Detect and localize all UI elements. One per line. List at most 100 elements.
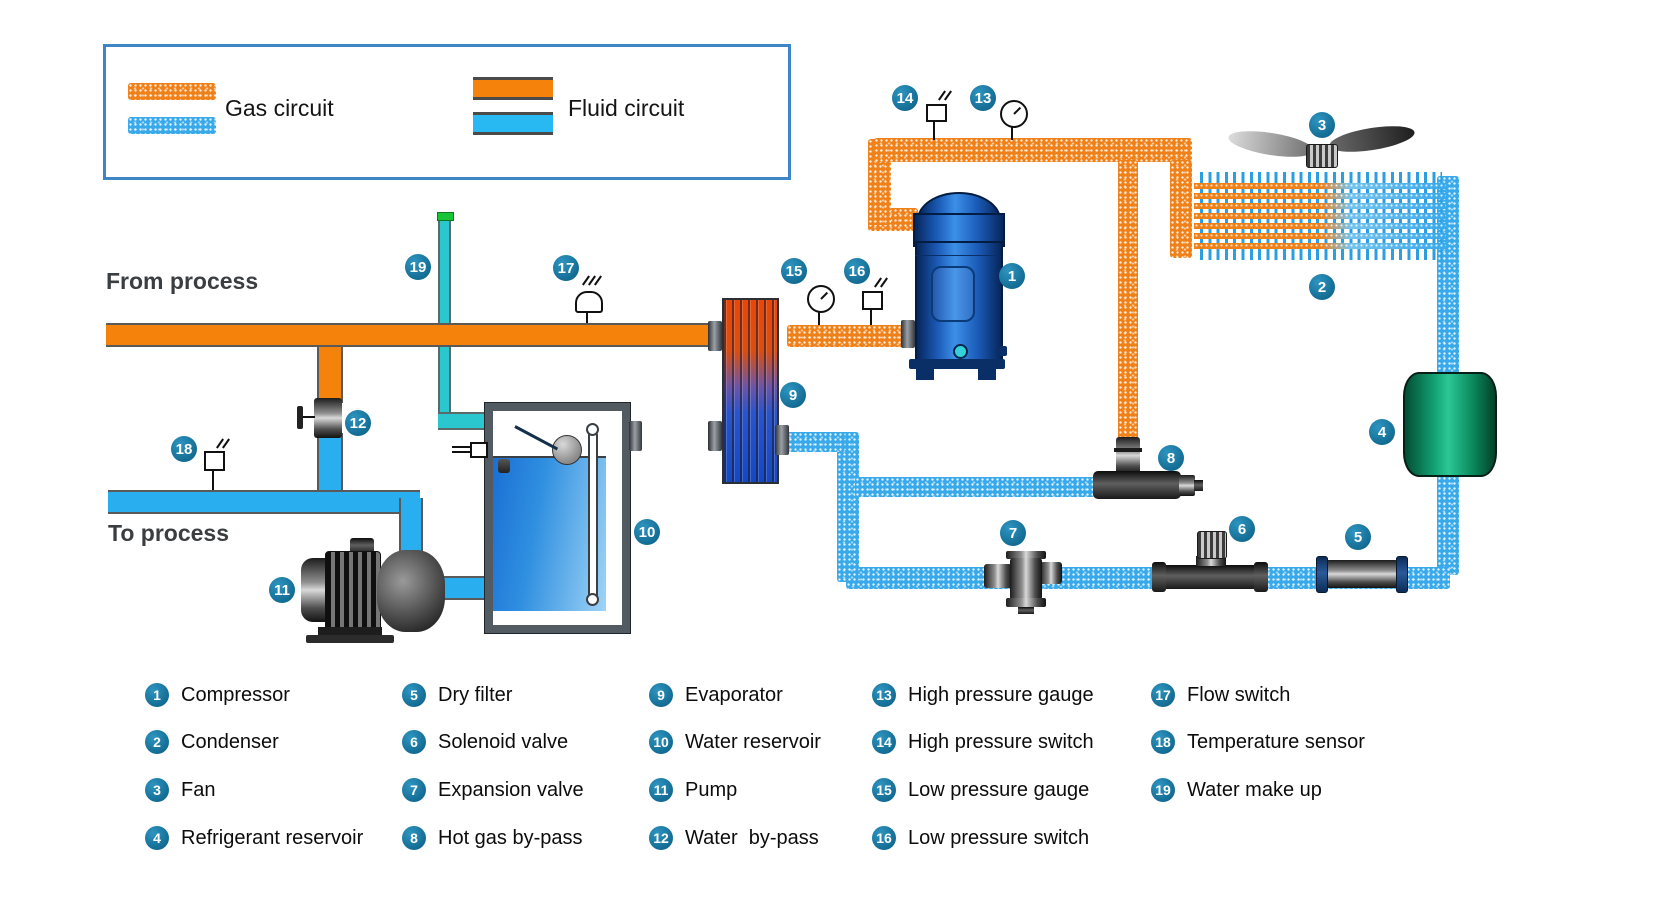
legend-label: Flow switch bbox=[1187, 683, 1291, 706]
hot-gas-bypass-tip bbox=[1194, 480, 1203, 491]
legend-label: Hot gas by-pass bbox=[438, 826, 583, 849]
legend-label: Expansion valve bbox=[438, 778, 584, 801]
expansion-valve-body bbox=[1010, 558, 1042, 600]
expansion-valve-conn-left bbox=[984, 564, 1012, 588]
water-bypass-valve-handle-stem bbox=[301, 416, 315, 418]
legend-item: 18 Temperature sensor bbox=[1151, 730, 1365, 754]
legend-item: 8 Hot gas by-pass bbox=[402, 826, 583, 850]
legend-label: High pressure switch bbox=[908, 730, 1094, 753]
condenser-tube-row bbox=[1194, 223, 1446, 229]
condenser-inlet-drop bbox=[1170, 160, 1192, 258]
legend-badge: 8 bbox=[402, 826, 426, 850]
badge-expansion-valve: 7 bbox=[1000, 520, 1026, 546]
legend-badge: 6 bbox=[402, 730, 426, 754]
condenser-tube-row bbox=[1194, 233, 1446, 239]
badge-solenoid-valve: 6 bbox=[1229, 516, 1255, 542]
suction-line bbox=[787, 325, 907, 347]
legend-item: 19 Water make up bbox=[1151, 778, 1322, 802]
hot-gas-bypass-body bbox=[1093, 471, 1181, 499]
water-reservoir-water bbox=[493, 456, 606, 611]
high-pressure-gauge-stem bbox=[1011, 126, 1013, 140]
circuit-legend-box: Gas circuit Fluid circuit bbox=[103, 44, 791, 180]
level-gauge-bottom-ball bbox=[586, 593, 599, 606]
flow-switch-stem bbox=[586, 311, 588, 323]
float-arm bbox=[514, 425, 559, 451]
legend-label: Water by-pass bbox=[685, 826, 819, 849]
legend-item: 11 Pump bbox=[649, 778, 737, 802]
pump-end-cap bbox=[301, 558, 327, 622]
legend-label: Water reservoir bbox=[685, 730, 821, 753]
legend-badge: 4 bbox=[145, 826, 169, 850]
legend-label: Evaporator bbox=[685, 683, 783, 706]
low-pressure-switch-symbol bbox=[862, 291, 883, 310]
fluid-circuit-label: Fluid circuit bbox=[568, 95, 685, 121]
legend-item: 5 Dry filter bbox=[402, 683, 512, 707]
hot-gas-bypass-adapter-ring bbox=[1114, 448, 1142, 452]
badge-temperature-sensor: 18 bbox=[171, 436, 197, 462]
legend-badge: 13 bbox=[872, 683, 896, 707]
legend-item: 7 Expansion valve bbox=[402, 778, 584, 802]
evaporator-port-right bbox=[775, 425, 789, 455]
from-process-pipe bbox=[106, 323, 724, 347]
reservoir-outlet-drop bbox=[1437, 471, 1459, 575]
legend-item: 1 Compressor bbox=[145, 683, 290, 707]
legend-badge: 16 bbox=[872, 826, 896, 850]
legend-badge: 19 bbox=[1151, 778, 1175, 802]
legend-badge: 7 bbox=[402, 778, 426, 802]
solenoid-valve-body bbox=[1160, 565, 1260, 589]
legend-label: Pump bbox=[685, 778, 738, 801]
solenoid-valve-neck bbox=[1196, 556, 1226, 566]
badge-low-pressure-gauge: 15 bbox=[781, 258, 807, 284]
level-sensor-cable-2 bbox=[452, 451, 470, 453]
badge-refrigerant-reservoir: 4 bbox=[1369, 419, 1395, 445]
solenoid-valve-flange-left bbox=[1152, 562, 1166, 592]
legend-label: Solenoid valve bbox=[438, 730, 569, 753]
compressor-foot-left bbox=[916, 368, 934, 380]
legend-item: 16 Low pressure switch bbox=[872, 826, 1089, 850]
legend-item: 4 Refrigerant reservoir bbox=[145, 826, 363, 850]
legend-item: 3 Fan bbox=[145, 778, 215, 802]
badge-condenser: 2 bbox=[1309, 274, 1335, 300]
legend-label: Water make up bbox=[1187, 778, 1322, 801]
fan-blade-right bbox=[1327, 121, 1417, 157]
condenser-tube-row bbox=[1194, 213, 1446, 219]
badge-water-bypass: 12 bbox=[345, 410, 371, 436]
legend-badge: 2 bbox=[145, 730, 169, 754]
high-pressure-switch-stem bbox=[933, 120, 935, 140]
legend-badge: 12 bbox=[649, 826, 673, 850]
condenser-tube-row bbox=[1194, 193, 1446, 199]
evaporator-port-left-bottom bbox=[708, 421, 722, 451]
hot-gas-mix-line bbox=[855, 477, 1097, 497]
legend-badge: 15 bbox=[872, 778, 896, 802]
temperature-sensor-symbol bbox=[204, 451, 225, 471]
compressor-terminal-panel bbox=[931, 266, 975, 322]
high-pressure-gauge-needle bbox=[1013, 106, 1022, 115]
hot-gas-branch-line bbox=[1118, 160, 1138, 442]
legend-badge: 18 bbox=[1151, 730, 1175, 754]
legend-label: Dry filter bbox=[438, 683, 513, 706]
discharge-top-line bbox=[874, 138, 1192, 162]
legend-badge: 3 bbox=[145, 778, 169, 802]
legend-label: Refrigerant reservoir bbox=[181, 826, 364, 849]
expansion-valve-conn-right bbox=[1040, 562, 1062, 584]
low-pressure-gauge-needle bbox=[820, 291, 829, 300]
to-process-label: To process bbox=[108, 520, 229, 546]
legend-label: High pressure gauge bbox=[908, 683, 1094, 706]
legend-badge: 14 bbox=[872, 730, 896, 754]
high-pressure-gauge-symbol bbox=[1000, 100, 1028, 128]
gas-circuit-orange-swatch bbox=[128, 83, 216, 100]
compressor-suction-port bbox=[901, 320, 915, 348]
condenser-tube-row bbox=[1194, 183, 1446, 189]
legend-item: 14 High pressure switch bbox=[872, 730, 1094, 754]
legend-item: 15 Low pressure gauge bbox=[872, 778, 1089, 802]
legend-item: 12 Water by-pass bbox=[649, 826, 819, 850]
legend-badge: 9 bbox=[649, 683, 673, 707]
low-pressure-gauge-symbol bbox=[807, 285, 835, 313]
legend-item: 17 Flow switch bbox=[1151, 683, 1290, 707]
evaporator-port-left-top bbox=[708, 321, 722, 351]
legend-label: Condenser bbox=[181, 730, 279, 753]
water-makeup-inlet-cap bbox=[437, 212, 454, 221]
legend-item: 2 Condenser bbox=[145, 730, 279, 754]
expansion-valve-drain-nub bbox=[1018, 607, 1034, 614]
